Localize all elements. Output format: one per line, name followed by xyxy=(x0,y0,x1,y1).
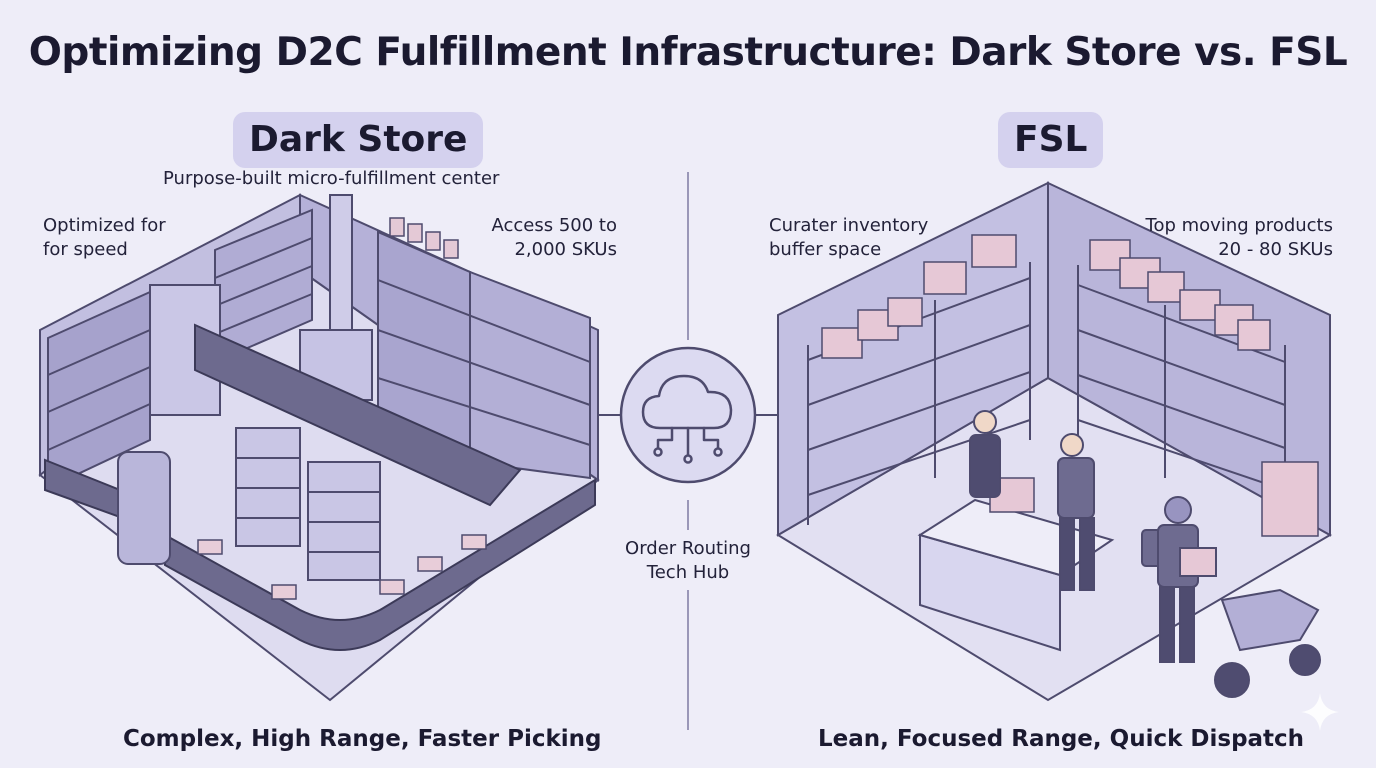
hub-circle xyxy=(619,346,757,484)
order-routing-hub xyxy=(598,346,778,484)
dark-store-pick-racks xyxy=(235,427,381,581)
dark-store-heading: Dark Store xyxy=(233,112,484,168)
dark-store-subtitle: Purpose-built micro-fulfillment center xyxy=(163,168,500,189)
fsl-note-right: Top moving products 20 - 80 SKUs xyxy=(1145,215,1333,260)
fsl-customer xyxy=(1057,433,1095,591)
dark-store-shelf-right xyxy=(377,217,591,480)
dark-store-note-left: Optimized for for speed xyxy=(43,215,166,260)
fsl-summary: Lean, Focused Range, Quick Dispatch xyxy=(818,726,1305,752)
dark-store-conveyor-upper xyxy=(194,323,522,507)
fsl-illustration xyxy=(776,181,1333,702)
dark-store-shelf-left xyxy=(47,290,151,490)
fsl-boxes-right xyxy=(1089,239,1319,537)
dark-store-summary: Complex, High Range, Faster Picking xyxy=(123,726,602,752)
hub-label: Order Routing Tech Hub xyxy=(625,538,751,583)
fsl-worker xyxy=(969,410,1001,498)
dark-store-note-right: Access 500 to 2,000 SKUs xyxy=(491,215,618,260)
fsl-heading: FSL xyxy=(998,112,1104,168)
sparkle-icon xyxy=(1301,693,1339,731)
fsl-note-left: Curater inventory buffer space xyxy=(769,215,929,260)
fsl-scooter xyxy=(1214,588,1321,698)
cloud-network-icon xyxy=(641,374,733,464)
dark-store-illustration xyxy=(38,193,600,702)
dark-store-conveyor-lower xyxy=(164,478,596,651)
fsl-boxes-left xyxy=(821,234,1017,359)
fsl-courier xyxy=(1141,496,1217,663)
dark-store-shelf-back xyxy=(214,208,313,364)
page-title: Optimizing D2C Fulfillment Infrastructur… xyxy=(28,30,1348,75)
